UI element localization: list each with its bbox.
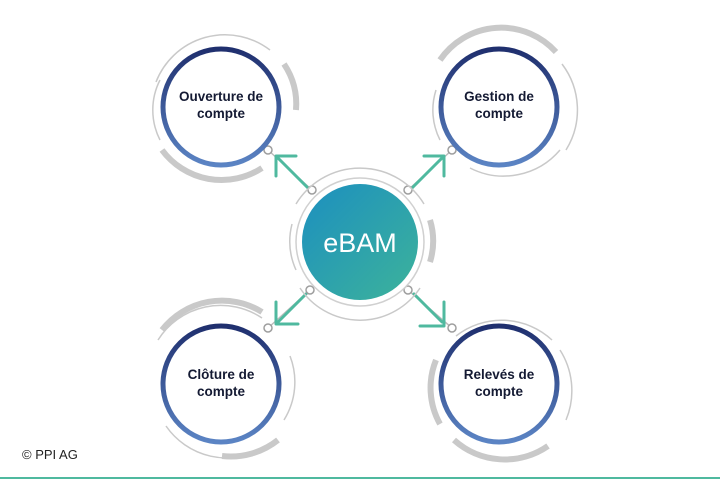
node-ring bbox=[438, 323, 560, 445]
node-label-line1: Relevés de bbox=[464, 367, 535, 382]
node-releves: Relevés de compte bbox=[427, 319, 573, 463]
dot-gestion-node bbox=[447, 145, 457, 155]
footer-divider bbox=[0, 477, 720, 479]
deco-arc-outer bbox=[561, 63, 579, 151]
center-node: eBAM bbox=[289, 167, 437, 321]
node-label-line2: compte bbox=[197, 106, 246, 121]
deco-arc-bottom bbox=[469, 149, 561, 177]
node-label-line1: Ouverture de bbox=[179, 89, 264, 104]
arrow-to-releves bbox=[412, 292, 446, 328]
center-deco-arc-bottom bbox=[299, 287, 421, 321]
deco-arc-bottom-thick bbox=[221, 437, 280, 460]
node-label-line2: compte bbox=[475, 106, 524, 121]
deco-arc-right bbox=[559, 349, 573, 421]
deco-arc-thick bbox=[159, 297, 264, 332]
dot-releves-node bbox=[447, 323, 457, 333]
deco-arc-thick bbox=[437, 24, 559, 62]
deco-arc-right bbox=[283, 355, 296, 421]
deco-arc-outer bbox=[455, 319, 553, 341]
node-cloture: Clôture de compte bbox=[157, 297, 296, 460]
node-label-line2: compte bbox=[197, 384, 246, 399]
node-ring bbox=[160, 323, 282, 445]
arrows bbox=[274, 154, 446, 328]
node-ring bbox=[438, 46, 560, 168]
center-deco-arc-right bbox=[427, 219, 437, 263]
dot-ouverture-node bbox=[263, 145, 273, 155]
deco-arc-inner bbox=[432, 89, 441, 141]
deco-arc-inner bbox=[152, 79, 161, 141]
deco-arc-thick-left bbox=[427, 358, 443, 426]
deco-arc-outer bbox=[155, 33, 271, 83]
node-ring bbox=[160, 46, 282, 168]
node-gestion: Gestion de compte bbox=[432, 24, 579, 177]
node-label-line1: Clôture de bbox=[188, 367, 255, 382]
arrow-to-cloture bbox=[274, 292, 308, 326]
copyright-text: © PPI AG bbox=[22, 447, 78, 462]
deco-arc-thick bbox=[281, 62, 300, 111]
node-label-line2: compte bbox=[475, 384, 524, 399]
center-deco-arc-left bbox=[289, 223, 297, 271]
deco-arc-bottom bbox=[159, 148, 264, 184]
node-label-line1: Gestion de bbox=[464, 89, 534, 104]
dot-cloture-center bbox=[305, 285, 315, 295]
center-circle bbox=[302, 184, 418, 300]
dot-releves-center bbox=[403, 285, 413, 295]
dot-cloture-node bbox=[263, 323, 273, 333]
arrow-to-ouverture bbox=[274, 154, 310, 190]
center-deco-arc-outer bbox=[295, 167, 425, 205]
deco-arc-bottom bbox=[451, 437, 550, 463]
center-label: eBAM bbox=[323, 228, 397, 258]
node-ouverture: Ouverture de compte bbox=[152, 33, 300, 184]
arrow-to-gestion bbox=[410, 154, 446, 190]
